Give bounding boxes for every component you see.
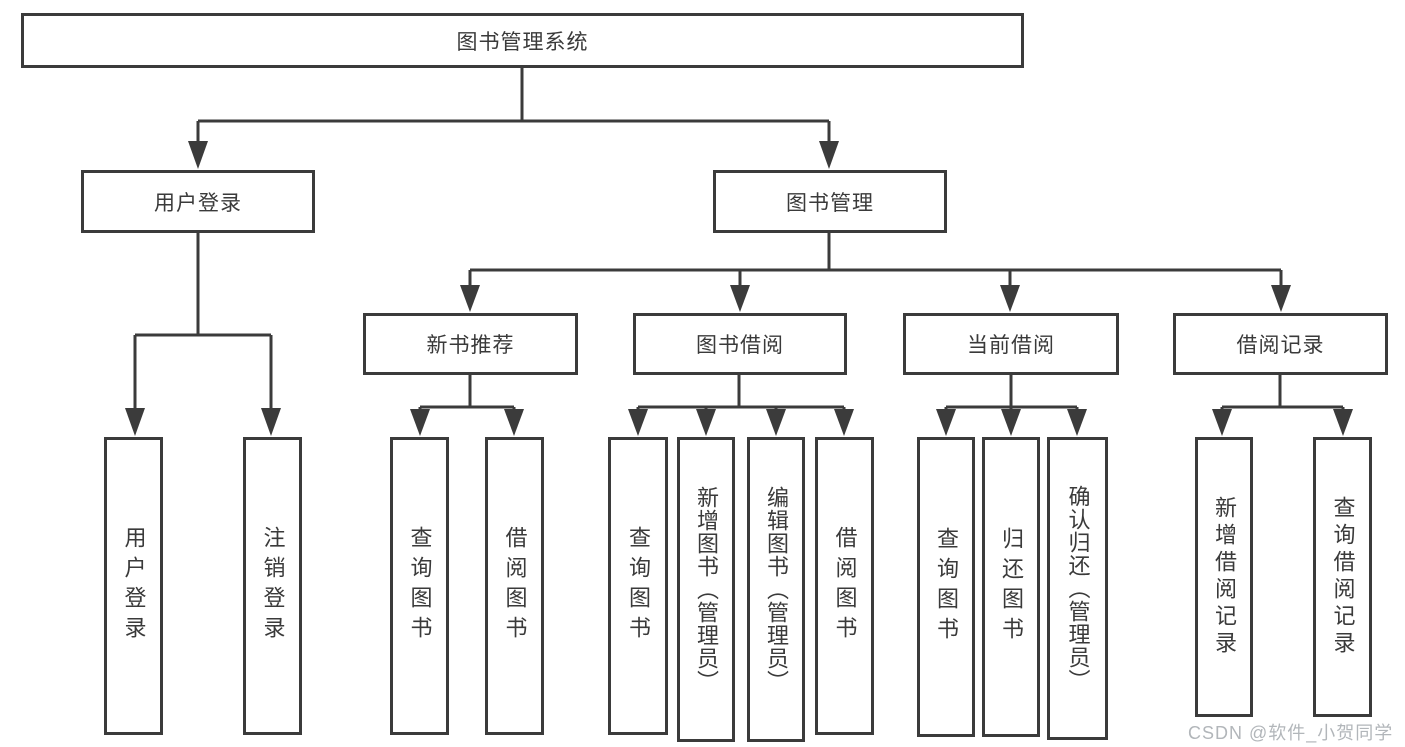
leaf-user-login: 用户登录 [104,437,163,735]
leaf-edit-books-admin: 编辑图书（管理员） [747,437,805,742]
node-label: 归还图书 [999,527,1024,647]
leaf-add-books-admin: 新增图书（管理员） [677,437,735,742]
node-label: 新增借阅记录 [1212,496,1237,658]
csdn-watermark: CSDN @软件_小贺同学 [1188,723,1394,743]
node-label: 新书推荐 [426,334,515,357]
node-user-login: 用户登录 [81,170,315,233]
leaf-query-books-2: 查询图书 [608,437,668,735]
node-label: 借阅图书 [832,526,858,646]
leaf-confirm-return-admin: 确认归还（管理员） [1047,437,1108,740]
leaf-logout: 注销登录 [243,437,302,735]
node-label: 查询图书 [934,527,959,647]
leaf-query-books-1: 查询图书 [390,437,449,735]
node-label: 图书管理 [786,191,874,215]
leaf-return-books: 归还图书 [982,437,1040,737]
node-borrow-records: 借阅记录 [1173,313,1388,375]
leaf-add-borrow-record: 新增借阅记录 [1195,437,1253,717]
arrowheads [125,141,1353,436]
node-label: 图书管理系统 [456,30,589,54]
node-label: 用户登录 [154,191,242,215]
node-label: 查询图书 [407,526,433,646]
node-current-borrow: 当前借阅 [903,313,1119,375]
node-book-borrow: 图书借阅 [633,313,847,375]
node-label: 注销登录 [260,526,286,646]
node-label: 图书借阅 [696,334,784,357]
node-label: 借阅图书 [502,526,528,646]
leaf-borrow-books-2: 借阅图书 [815,437,874,735]
node-library-management-system: 图书管理系统 [21,13,1024,68]
node-label: 借阅记录 [1236,334,1325,357]
leaf-borrow-books-1: 借阅图书 [485,437,544,735]
node-label: 新增图书（管理员） [694,486,719,693]
node-label: 当前借阅 [967,334,1055,357]
node-label: 查询借阅记录 [1330,496,1356,658]
leaf-query-borrow-record: 查询借阅记录 [1313,437,1372,717]
node-label: 编辑图书（管理员） [764,486,789,693]
node-label: 用户登录 [121,526,147,646]
node-label: 确认归还（管理员） [1065,485,1091,692]
leaf-query-books-3: 查询图书 [917,437,975,737]
node-new-book-recommend: 新书推荐 [363,313,578,375]
node-label: 查询图书 [626,526,651,646]
node-book-management: 图书管理 [713,170,947,233]
